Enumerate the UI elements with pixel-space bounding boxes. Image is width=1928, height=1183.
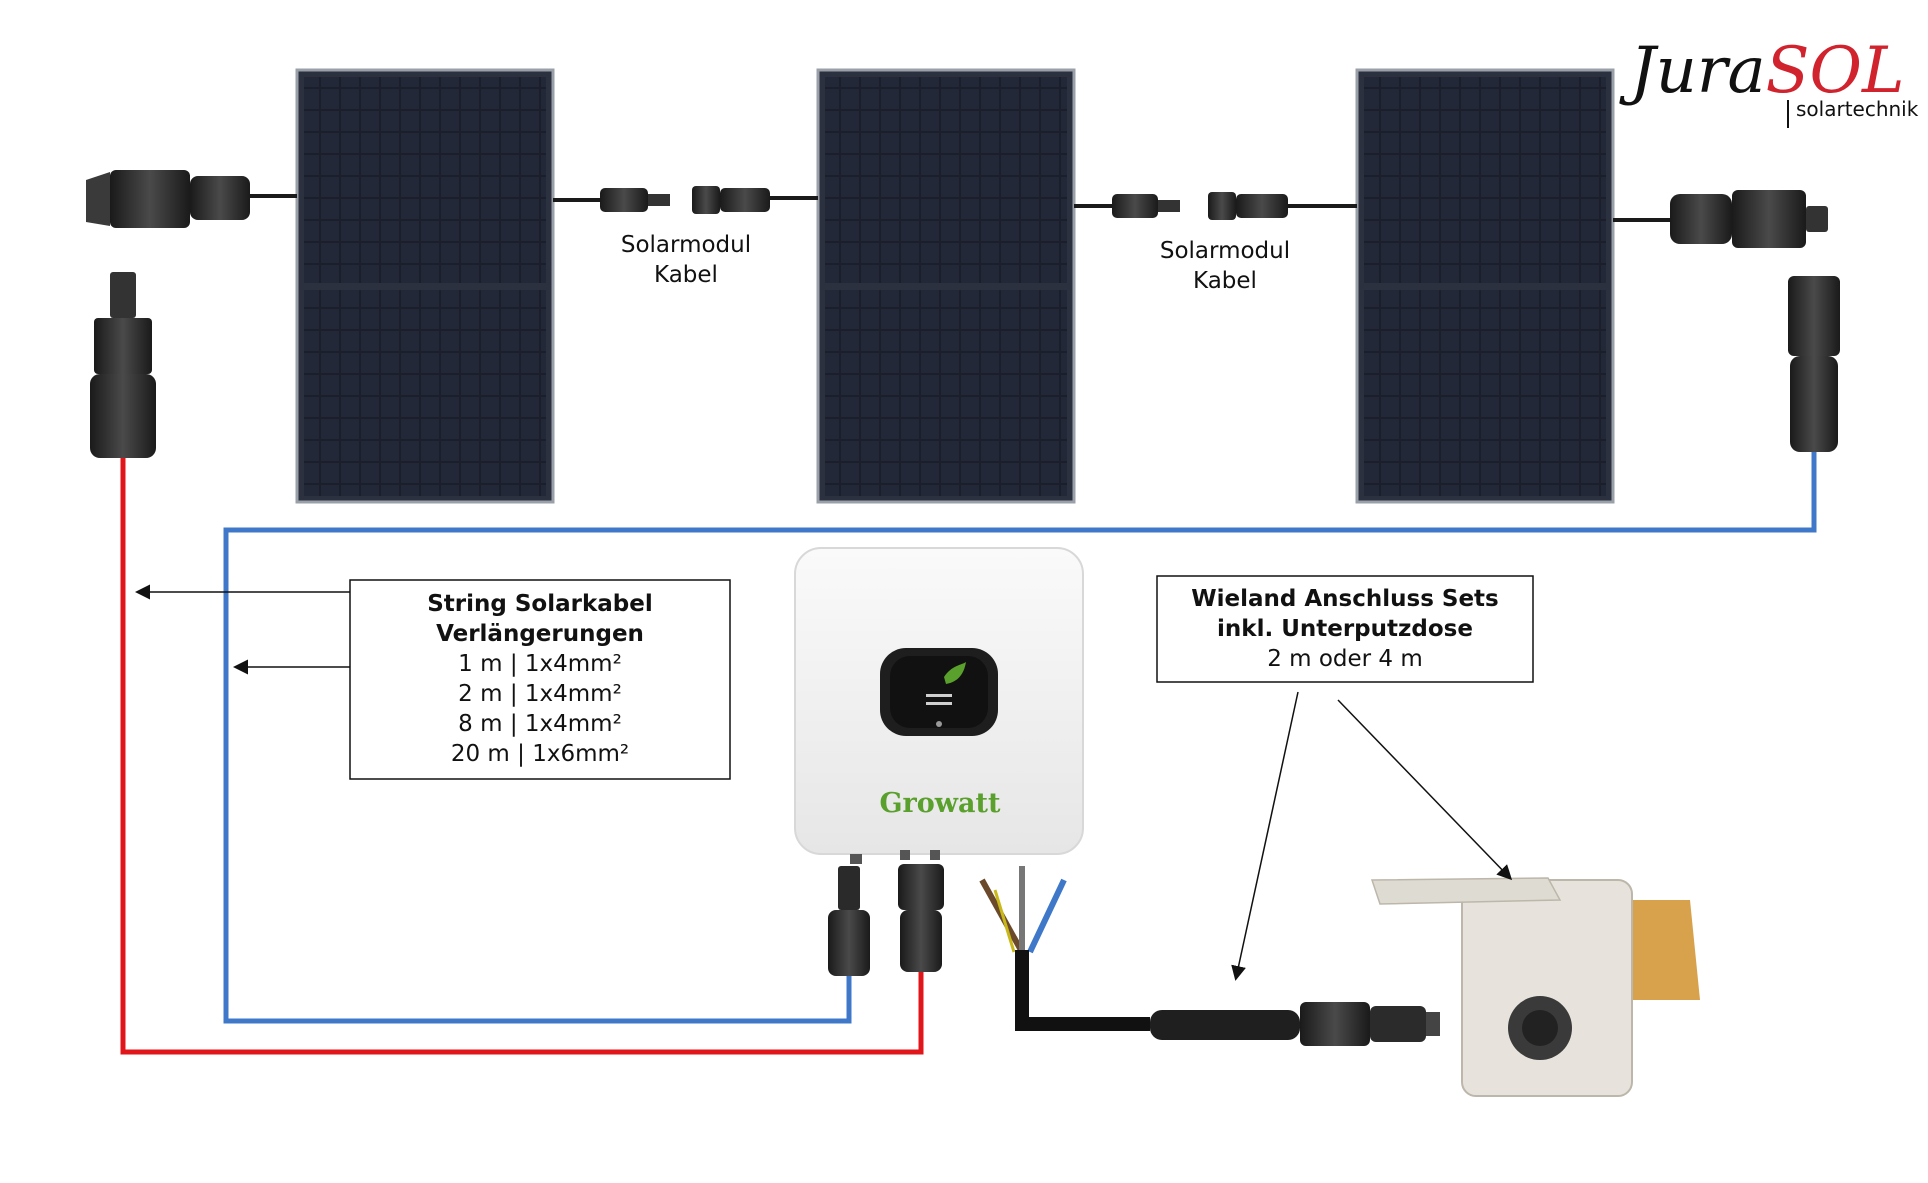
wieland-box-detail: 2 m oder 4 m (1267, 646, 1423, 672)
string-box-item-2: 2 m | 1x4mm² (458, 681, 622, 707)
string-box-item-4: 20 m | 1x6mm² (451, 741, 629, 767)
positive-string-cable (120, 458, 924, 1055)
ac-output-wires (979, 866, 1150, 1031)
inverter-dc-connector-positive (898, 864, 944, 972)
module-cable-1-2 (553, 186, 818, 214)
jurasol-logo: JuraSOL solartechnik (1619, 34, 1919, 128)
string-box-item-1: 1 m | 1x4mm² (458, 651, 622, 677)
inverter-brand: Growatt (880, 788, 1002, 819)
arrow-to-wieland-plug (1231, 691, 1299, 981)
solar-panel-1 (295, 68, 555, 504)
right-vertical-connector (1788, 276, 1840, 452)
wieland-socket (1370, 877, 1700, 1097)
cable-label-1: Solarmodul Kabel (621, 232, 751, 288)
inverter-dc-connector-negative (828, 866, 870, 976)
right-end-connector (1613, 190, 1828, 248)
cable-label-2: Solarmodul Kabel (1160, 238, 1290, 294)
wieland-box-title-2: inkl. Unterputzdose (1217, 616, 1473, 642)
wieland-info-box: Wieland Anschluss Sets inkl. Unterputzdo… (1156, 575, 1534, 683)
logo-name-part1: Jura (1619, 34, 1766, 108)
solar-panel-2 (816, 68, 1076, 504)
string-cable-info-box: String Solarkabel Verlängerungen 1 m | 1… (349, 579, 731, 780)
logo-name-part2: SOL (1766, 34, 1905, 108)
svg-text:Solarmodul: Solarmodul (1160, 238, 1290, 264)
logo-tagline: solartechnik (1796, 97, 1919, 121)
left-vertical-connector (90, 272, 156, 458)
leaf-icon (944, 662, 966, 684)
growatt-inverter: Growatt (794, 547, 1084, 864)
wieland-box-title-1: Wieland Anschluss Sets (1191, 586, 1498, 612)
svg-text:JuraSOL: JuraSOL (1619, 34, 1904, 108)
solar-panel-3 (1355, 68, 1615, 504)
left-end-connector (86, 170, 297, 228)
svg-text:Solarmodul: Solarmodul (621, 232, 751, 258)
string-box-item-3: 8 m | 1x4mm² (458, 711, 622, 737)
arrow-to-wieland-socket (1337, 699, 1513, 881)
wieland-plug (1150, 1002, 1440, 1046)
string-box-title-1: String Solarkabel (427, 591, 653, 617)
svg-text:Kabel: Kabel (1193, 268, 1257, 294)
module-cable-2-3 (1074, 192, 1357, 220)
negative-string-cable (223, 452, 1817, 1024)
svg-text:Kabel: Kabel (654, 262, 718, 288)
string-box-title-2: Verlängerungen (436, 621, 644, 647)
